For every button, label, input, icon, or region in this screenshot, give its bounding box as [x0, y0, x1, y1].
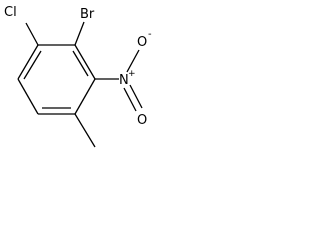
oxygen-top-charge-label: -	[148, 29, 152, 40]
nitrogen-label: N	[119, 73, 129, 88]
oxygen-bottom-label: O	[137, 113, 147, 128]
bond-ring-to-methyl	[74, 113, 96, 148]
bond-ring-to-bromine	[74, 21, 85, 46]
bond-c3-c4	[74, 78, 96, 115]
bond-nitrogen-to-oxygen-top	[126, 49, 140, 73]
atom-labels: Cl Br N + O - O	[4, 5, 152, 128]
molecule-structure: Cl Br N + O - O	[4, 5, 152, 148]
oxygen-top-label: O	[137, 35, 147, 50]
bond-c6-c1	[17, 44, 39, 80]
bromine-label: Br	[80, 7, 95, 22]
nitrogen-charge-label: +	[128, 69, 136, 79]
bond-ring-to-chlorine	[25, 22, 39, 46]
bond-c5-c6	[17, 78, 39, 115]
ring-bonds	[17, 44, 96, 115]
bond-nitrogen-to-oxygen-bottom-b	[129, 84, 143, 109]
bond-nitrogen-to-oxygen-bottom-a	[123, 87, 137, 112]
double-bond-inner-c6-c1	[23, 50, 42, 80]
substituent-bonds	[25, 21, 143, 148]
bond-c2-c3	[74, 44, 96, 80]
chlorine-label: Cl	[4, 5, 17, 20]
double-bond-inner-c2-c3	[72, 50, 89, 77]
